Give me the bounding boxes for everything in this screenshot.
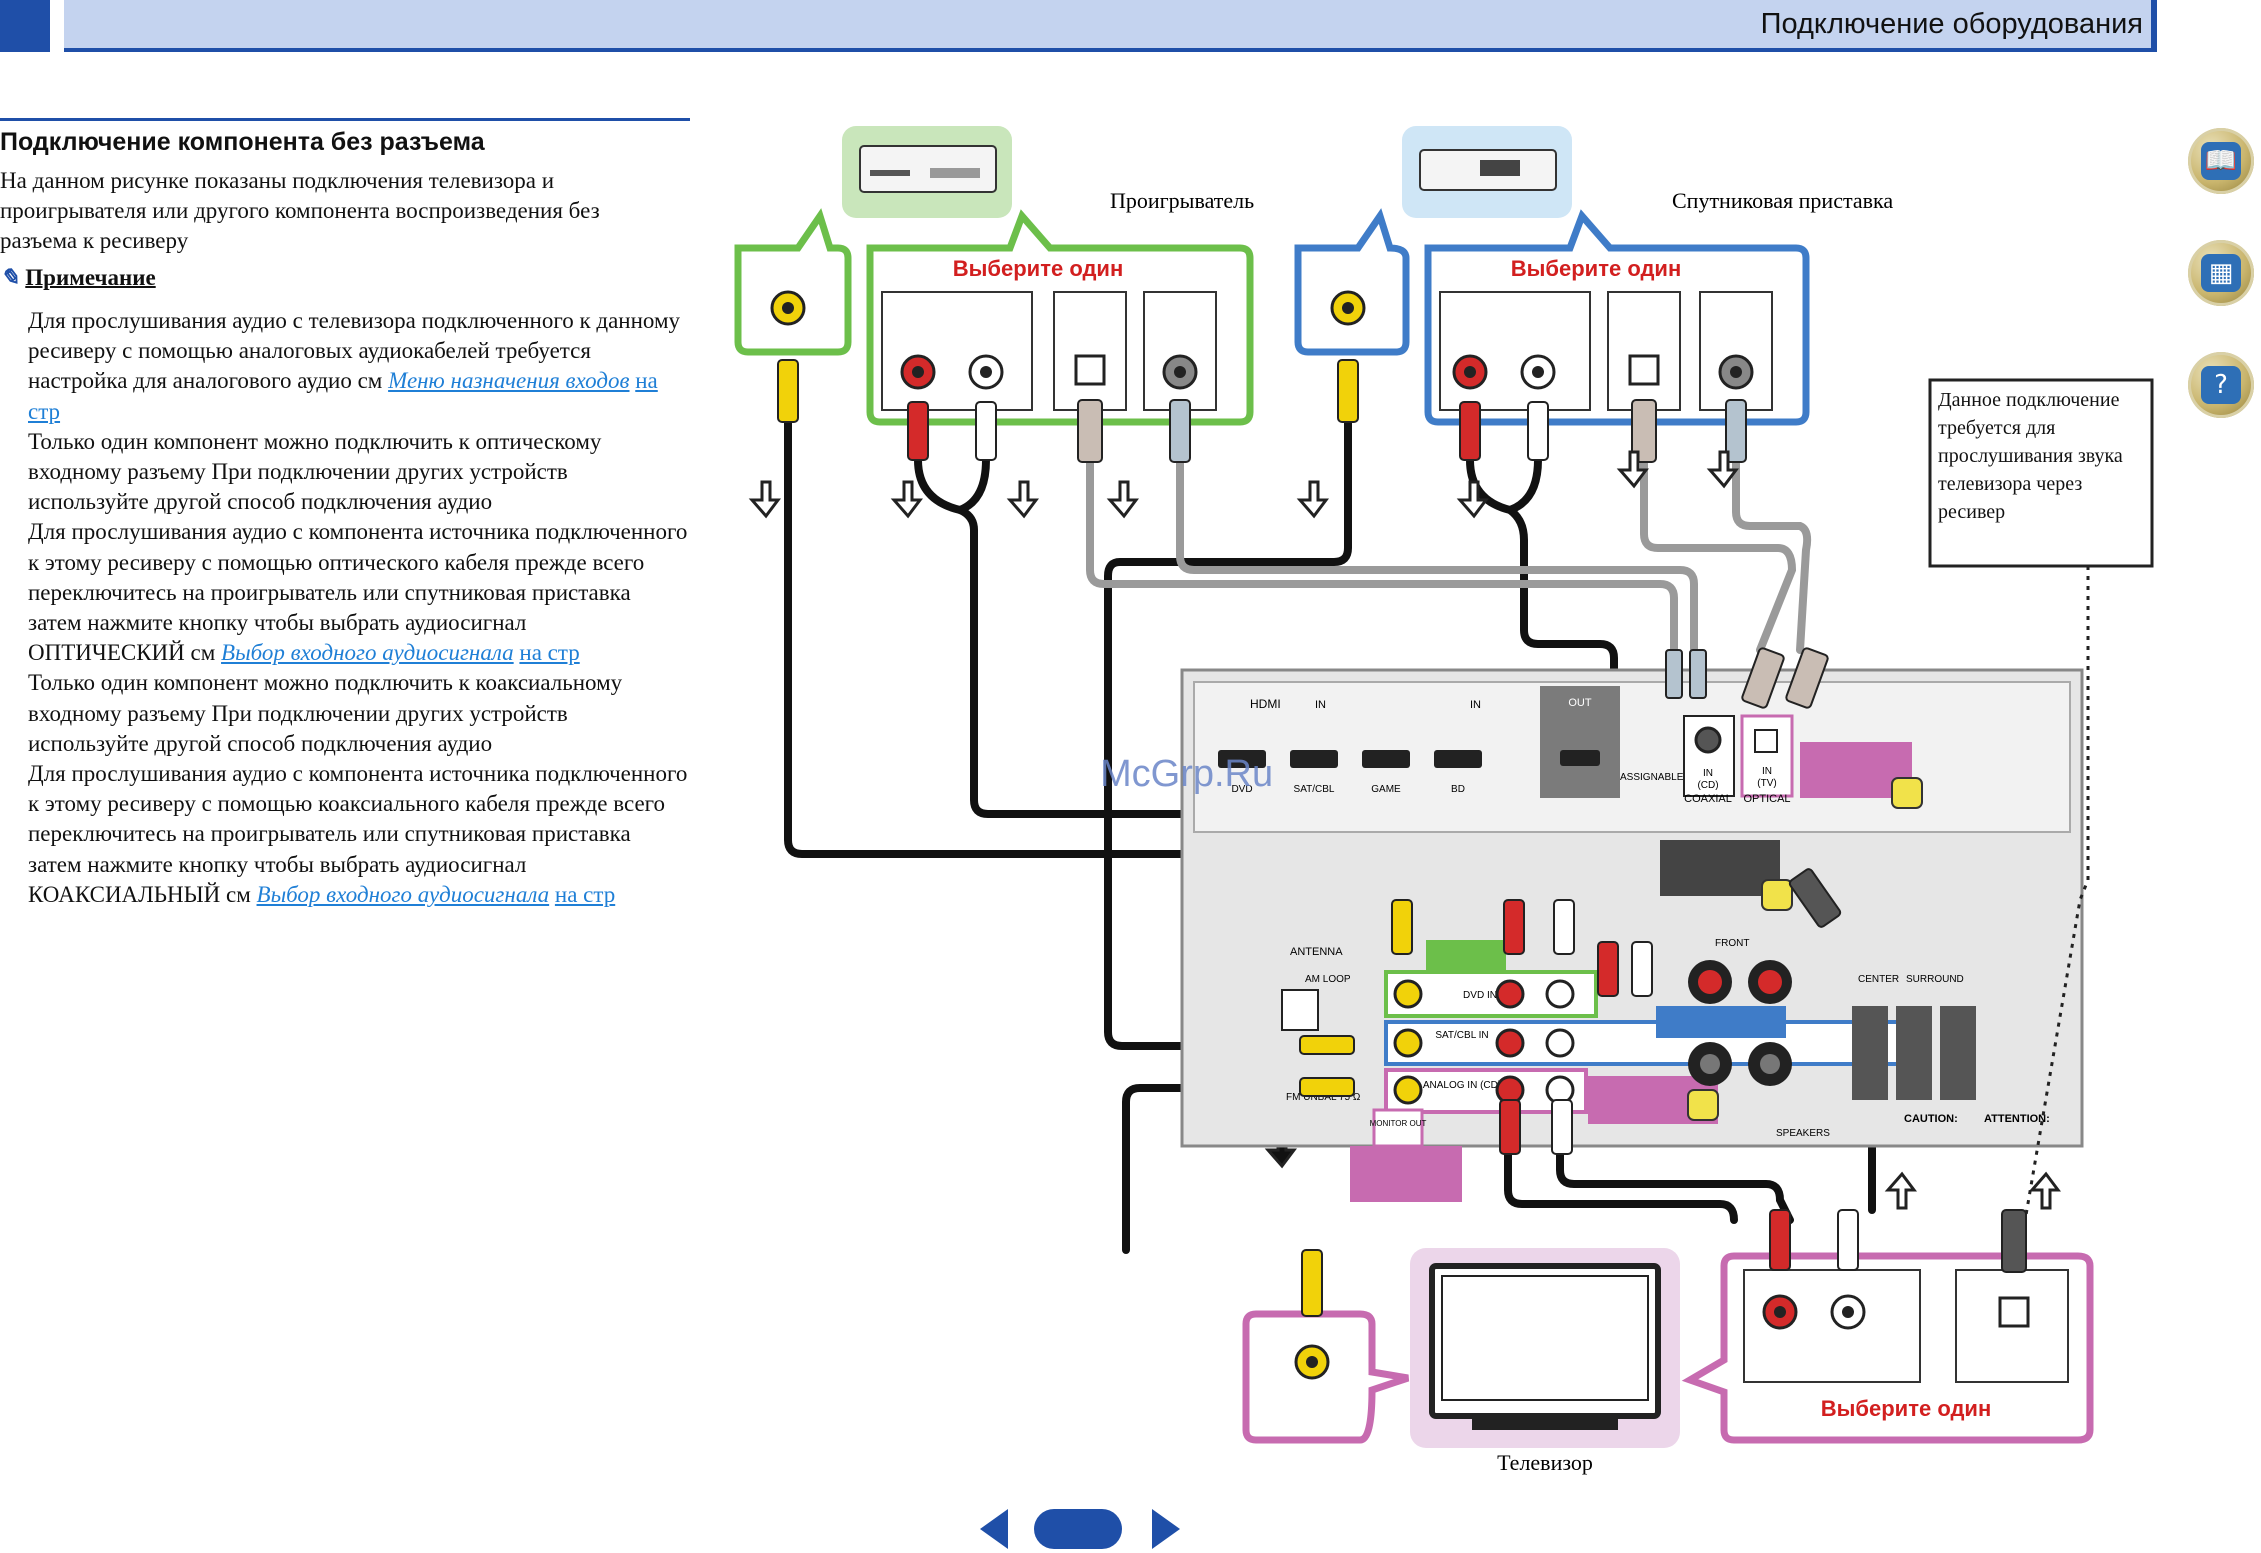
help-icon[interactable]: ? <box>2188 352 2254 418</box>
book-icon-glyph: 📖 <box>2201 142 2241 180</box>
book-icon[interactable]: 📖 <box>2188 128 2254 194</box>
dvd-in-label: DVD IN <box>1463 990 1497 1001</box>
next-page-arrow-icon[interactable] <box>1152 1509 1180 1549</box>
fm-label: FM UNBAL 75 Ω <box>1286 1092 1361 1103</box>
satbox-device: Спутниковая приставка <box>1402 126 1893 218</box>
hdmi-port-dvd <box>1218 750 1266 768</box>
satbox-audio-callout: Выберите один <box>1424 209 1810 426</box>
hdmi-port-satcbl <box>1290 750 1338 768</box>
section-title: Подключение компонента без разъема <box>0 128 485 156</box>
audio-input-select-link-2[interactable]: Выбор входного аудиосигнала <box>256 881 550 907</box>
hdmi-port-bd <box>1434 750 1482 768</box>
note-item-1-page[interactable]: на стр <box>28 368 658 424</box>
player-video-callout <box>734 208 852 356</box>
hdmi-ports: DVD SAT/CBL GAME BD <box>1218 750 1482 795</box>
front-label: FRONT <box>1715 938 1749 949</box>
note-body: Для прослушивания аудио с телевизора под… <box>28 306 688 910</box>
page-header: Подключение оборудования <box>0 0 2261 52</box>
plugs <box>777 359 1747 463</box>
receiver-hdmi-in-1: IN <box>1315 699 1326 711</box>
hdmi-port-game <box>1362 750 1410 768</box>
player-select-one: Выберите один <box>953 256 1124 281</box>
coax-cd-label: (CD) <box>1697 780 1718 791</box>
optical-tv-label: (TV) <box>1757 778 1776 789</box>
satbox-label: Спутниковая приставка <box>1672 188 1893 213</box>
watermark: McGrp.Ru <box>1100 753 1273 795</box>
player-audio-callout: Выберите один <box>866 209 1254 426</box>
coaxial-label: COAXIAL <box>1684 793 1732 805</box>
callout-text: Данное подключение требуется для прослуш… <box>1938 389 2123 523</box>
caution-label: CAUTION: <box>1904 1113 1958 1125</box>
tv-audio-callout: Выберите один <box>1681 1209 2094 1444</box>
receiver-hdmi-label: HDMI <box>1250 697 1281 711</box>
audio-input-select-link-1[interactable]: Выбор входного аудиосигнала <box>221 640 514 666</box>
note-item-3: Для прослушивания аудио с компонента ист… <box>28 517 688 668</box>
note-item-3-text: Для прослушивания аудио с компонента ист… <box>28 519 688 666</box>
am-loop-label: AM LOOP <box>1305 974 1351 985</box>
direction-arrows <box>748 450 2061 1210</box>
note-item-2: Только один компонент можно подключить к… <box>28 428 602 515</box>
header-band: Подключение оборудования <box>64 0 2157 52</box>
remote-icon-glyph: ▦ <box>2201 254 2241 292</box>
prev-page-arrow-icon[interactable] <box>980 1509 1008 1549</box>
receiver-panel: HDMI IN IN OUT DVD SAT/CBL GAME BD ASSIGNAB… <box>1180 668 2084 1202</box>
attention-label: ATTENTION: <box>1984 1113 2050 1125</box>
chapter-title: Подключение оборудования <box>1760 8 2143 40</box>
note-item-5-text: Для прослушивания аудио с компонента ист… <box>28 761 688 907</box>
satcbl-in-label: SAT/CBL IN <box>1435 1030 1488 1041</box>
note-heading-label: Примечание <box>25 265 156 290</box>
receiver-plugs <box>1299 647 1842 1155</box>
note-item-5-page[interactable]: на стр <box>554 881 616 907</box>
note-item-1-text: Для прослушивания аудио с телевизора под… <box>28 308 681 394</box>
hdmi-port-label: GAME <box>1371 784 1401 795</box>
antenna-label: ANTENNA <box>1290 946 1343 958</box>
optical-label: OPTICAL <box>1743 793 1790 805</box>
center-label: CENTER <box>1858 974 1899 985</box>
tv-select-one: Выберите один <box>1821 1396 1992 1421</box>
note-item-5: Для прослушивания аудио с компонента ист… <box>28 759 688 910</box>
speakers-label: SPEAKERS <box>1776 1128 1830 1139</box>
section-rule <box>0 118 690 121</box>
connection-diagram: Проигрыватель Спутниковая приставка Выбе… <box>734 126 2154 1475</box>
pencil-icon: ✎ <box>0 264 20 290</box>
player-label: Проигрыватель <box>1110 188 1254 213</box>
header-right-bar <box>2151 0 2157 52</box>
menu-input-assign-link[interactable]: Меню назначения входов <box>388 368 630 394</box>
section-intro: На данном рисунке показаны подключения т… <box>0 168 600 254</box>
callout-box: Данное подключение требуется для прослуш… <box>1928 378 2154 1251</box>
coax-in-label: IN <box>1703 768 1713 779</box>
satbox-video-callout <box>1294 208 1410 356</box>
tv-device: Телевизор <box>1410 1248 1680 1475</box>
hdmi-port-label: DVD <box>1231 784 1252 795</box>
receiver-hdmi-in-2: IN <box>1470 699 1481 711</box>
satbox-select-one: Выберите один <box>1511 256 1682 281</box>
surround-label: SURROUND <box>1906 974 1964 985</box>
player-device: Проигрыватель <box>842 126 1254 218</box>
remote-receiver-icon[interactable]: ▦ <box>2188 240 2254 306</box>
receiver-assignable-label: ASSIGNABLE <box>1620 772 1684 783</box>
note-heading: ✎Примечание <box>0 264 156 291</box>
note-item-1: Для прослушивания аудио с телевизора под… <box>28 306 688 427</box>
monitor-out-label: MONITOR OUT <box>1370 1119 1427 1128</box>
receiver-hdmi-out-label: OUT <box>1568 697 1592 709</box>
hdmi-port-label: BD <box>1451 784 1465 795</box>
hdmi-port-label: SAT/CBL <box>1294 784 1335 795</box>
analog-in-label: ANALOG IN (CD) <box>1423 1080 1501 1091</box>
note-item-4: Только один компонент можно подключить к… <box>28 670 623 756</box>
page-number-pill[interactable] <box>1034 1509 1122 1549</box>
header-accent-block <box>0 0 50 52</box>
tv-video-callout <box>1242 1249 1410 1444</box>
optical-in-label: IN <box>1762 766 1772 777</box>
tv-label: Телевизор <box>1497 1450 1593 1475</box>
page-nav <box>980 1509 1180 1549</box>
help-icon-glyph: ? <box>2201 366 2241 404</box>
note-item-3-page[interactable]: на стр <box>519 640 580 666</box>
